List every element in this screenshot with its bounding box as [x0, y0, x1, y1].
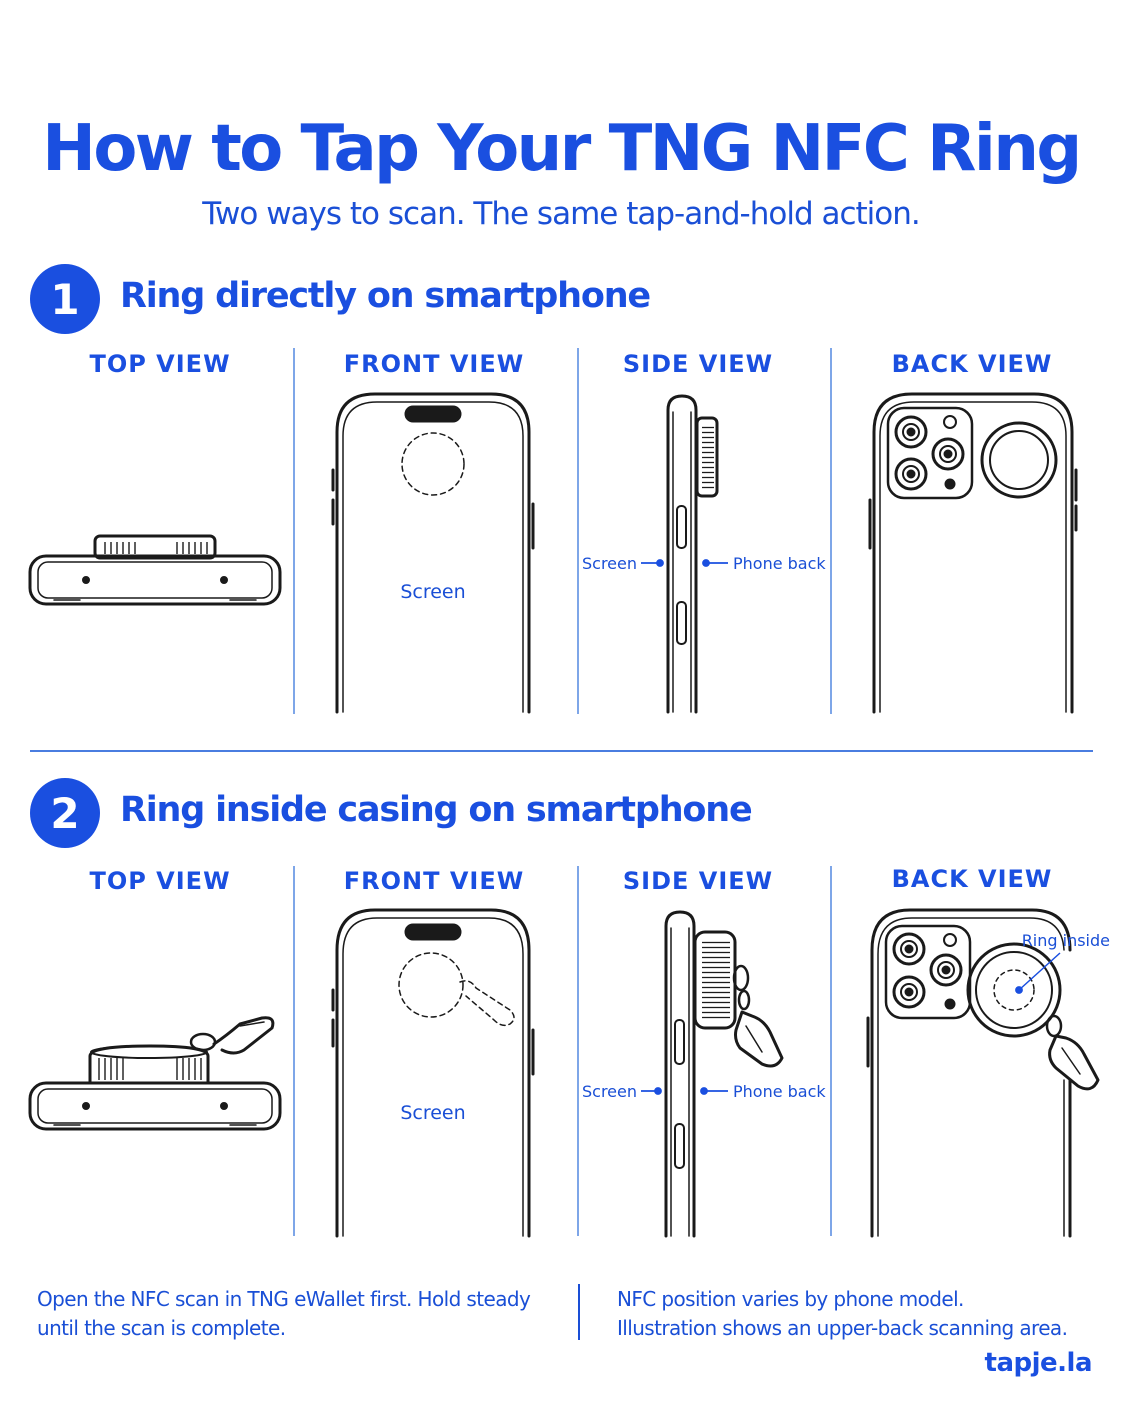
- column-divider: [830, 348, 832, 714]
- s1-side-screen-label: Screen: [582, 554, 637, 573]
- s2-back-view-ring: [966, 942, 1100, 1091]
- s2-side-view-phone: [664, 910, 696, 1238]
- section-1-back-view-label: BACK VIEW: [891, 350, 1053, 378]
- s2-top-view-phone: [28, 1081, 282, 1131]
- s1-top-view-phone: [28, 554, 282, 606]
- footer-divider: [578, 1284, 580, 1340]
- s2-top-view-ring: [88, 1016, 275, 1085]
- column-divider: [577, 348, 579, 714]
- s1-side-view-phone: [666, 394, 698, 714]
- s2-side-phone-back-label: Phone back: [733, 1082, 826, 1101]
- page-subtitle: Two ways to scan. The same tap-and-hold …: [202, 196, 921, 232]
- s1-side-view-ring: [695, 416, 719, 498]
- footer-instruction-line-1: Open the NFC scan in TNG eWallet first. …: [37, 1287, 531, 1311]
- section-2-number-badge: 2: [30, 778, 100, 848]
- section-1-top-view-label: TOP VIEW: [89, 350, 231, 378]
- s1-top-view-ring: [93, 534, 217, 560]
- s2-ring-inside-callout: Ring inside: [1022, 931, 1110, 950]
- s2-front-view-phone: [331, 908, 535, 1238]
- footer-disclaimer: NFC position varies by phone model. Illu…: [617, 1285, 1068, 1343]
- column-divider: [293, 348, 295, 714]
- section-2-front-view-label: FRONT VIEW: [343, 867, 525, 895]
- section-2-top-view-label: TOP VIEW: [89, 867, 231, 895]
- s1-back-view-ring: [980, 421, 1058, 499]
- column-divider: [830, 866, 832, 1236]
- section-2-title: Ring inside casing on smartphone: [120, 790, 753, 830]
- section-2-side-view-label: SIDE VIEW: [622, 867, 774, 895]
- footer-instruction-line-2: until the scan is complete.: [37, 1316, 286, 1340]
- s2-side-view-ring: [693, 930, 784, 1068]
- section-2-back-view-label: BACK VIEW: [891, 865, 1053, 893]
- section-1-side-view-label: SIDE VIEW: [622, 350, 774, 378]
- footer-disclaimer-line-1: NFC position varies by phone model.: [617, 1287, 964, 1311]
- section-1-number-badge: 1: [30, 264, 100, 334]
- section-divider: [30, 750, 1093, 752]
- s2-side-screen-label: Screen: [582, 1082, 637, 1101]
- footer-instruction: Open the NFC scan in TNG eWallet first. …: [37, 1285, 531, 1343]
- section-1-title: Ring directly on smartphone: [120, 276, 651, 316]
- s1-side-phone-back-label: Phone back: [733, 554, 826, 573]
- brand-logo: tapje.la: [984, 1348, 1093, 1378]
- s1-front-screen-label: Screen: [400, 581, 465, 603]
- s1-front-view-phone: [331, 392, 535, 714]
- s1-back-view-phone: [868, 392, 1078, 714]
- column-divider: [293, 866, 295, 1236]
- section-1-front-view-label: FRONT VIEW: [343, 350, 525, 378]
- s2-back-view-phone: [866, 908, 1072, 1238]
- footer-disclaimer-line-2: Illustration shows an upper-back scannin…: [617, 1316, 1068, 1340]
- column-divider: [577, 866, 579, 1236]
- page-title: How to Tap Your TNG NFC Ring: [42, 112, 1082, 186]
- s2-front-screen-label: Screen: [400, 1102, 465, 1124]
